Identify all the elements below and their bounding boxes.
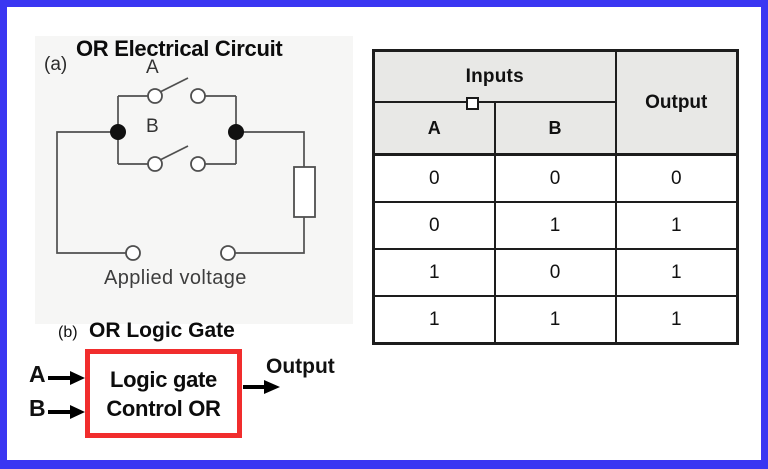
- resistor: [293, 166, 316, 218]
- logic-gate-box-line1: Logic gate: [109, 366, 217, 392]
- panel-a-label: (a): [44, 54, 68, 75]
- table-row: 1 1 1: [372, 295, 739, 345]
- junction-dot-left: [110, 124, 126, 140]
- cell-b: 1: [493, 295, 617, 345]
- junction-dot-right: [228, 124, 244, 140]
- voltage-terminal-left: [125, 245, 141, 261]
- gate-output-label: Output: [266, 355, 335, 378]
- circuit-wires: [56, 77, 305, 254]
- table-resize-handle: [466, 97, 479, 110]
- panel-a-title: OR Electrical Circuit: [76, 36, 283, 61]
- gate-input-a-label: A: [29, 361, 46, 387]
- truth-table-inputs-header: Inputs: [372, 49, 617, 103]
- circuit-contacts: [125, 88, 316, 261]
- cell-b: 0: [493, 248, 617, 297]
- switch-a-label: A: [146, 57, 159, 78]
- logic-gate-box-line2: Control OR: [106, 395, 221, 421]
- wire-left: [56, 131, 126, 254]
- cell-a: 1: [372, 248, 496, 297]
- wire-right-bottom: [235, 217, 305, 254]
- table-row: 0 0 0: [372, 153, 739, 203]
- switch-b-lever: [159, 145, 189, 161]
- circuit-diagram: [48, 77, 316, 419]
- cell-a: 0: [372, 201, 496, 250]
- cell-out: 0: [614, 153, 739, 203]
- truth-table-col-a-header: A: [372, 101, 496, 156]
- truth-table-col-b-header: B: [493, 101, 617, 156]
- switch-a-contact-right: [190, 88, 206, 104]
- cell-out: 1: [614, 201, 739, 250]
- table-row: 1 0 1: [372, 248, 739, 297]
- cell-b: 0: [493, 153, 617, 203]
- switch-a-lever: [159, 77, 189, 93]
- input-b-arrow-head: [70, 405, 85, 419]
- wire-right-top: [236, 131, 305, 167]
- switch-b-label: B: [146, 116, 159, 137]
- cell-out: 1: [614, 248, 739, 297]
- junction-dots: [110, 124, 244, 140]
- switch-b-contact-left: [147, 156, 163, 172]
- truth-table: Inputs Output A B 0 0 0 0 1 1 1 0 1: [372, 49, 739, 345]
- truth-table-output-header: Output: [614, 49, 739, 156]
- logic-gate-box: Logic gate Control OR: [85, 349, 242, 438]
- switch-a-contact-left: [147, 88, 163, 104]
- gate-input-b-label: B: [29, 395, 46, 421]
- panel-b-title: OR Logic Gate: [89, 319, 235, 342]
- cell-a: 1: [372, 295, 496, 345]
- cell-b: 1: [493, 201, 617, 250]
- switch-b-contact-right: [190, 156, 206, 172]
- panel-b-label: (b): [58, 324, 78, 341]
- cell-a: 0: [372, 153, 496, 203]
- gate-arrows: [48, 371, 280, 419]
- applied-voltage-label: Applied voltage: [104, 267, 247, 289]
- cell-out: 1: [614, 295, 739, 345]
- input-a-arrow-head: [70, 371, 85, 385]
- table-row: 0 1 1: [372, 201, 739, 250]
- voltage-terminal-right: [220, 245, 236, 261]
- output-arrow-head: [264, 380, 280, 394]
